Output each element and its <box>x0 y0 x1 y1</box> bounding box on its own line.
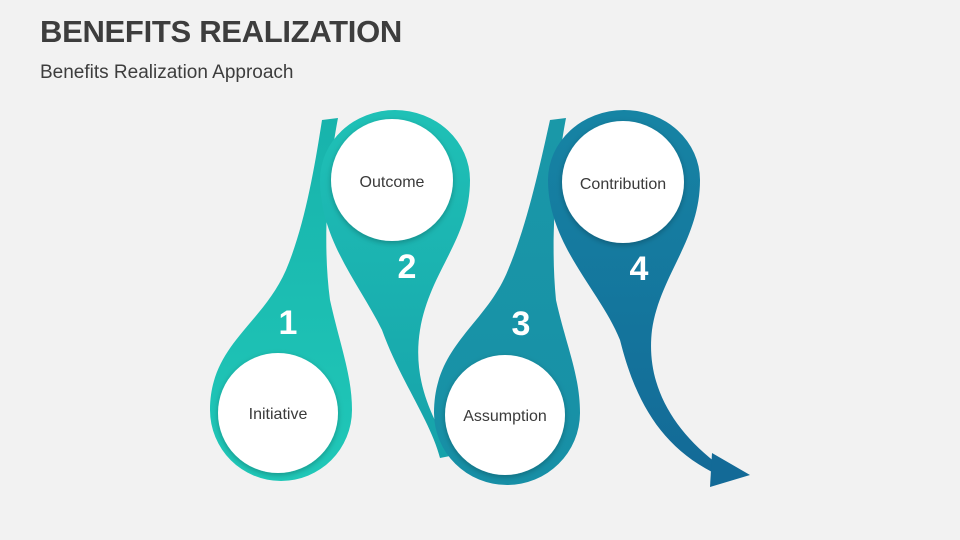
step-1-number: 1 <box>279 304 298 342</box>
slide-title: BENEFITS REALIZATION <box>40 14 402 49</box>
step-1-circle <box>218 353 338 473</box>
step-2-number: 2 <box>398 248 417 286</box>
step-3-number: 3 <box>512 305 531 343</box>
step-3-circle <box>445 355 565 475</box>
step-4-number: 4 <box>630 250 649 288</box>
slide-subtitle: Benefits Realization Approach <box>40 62 294 83</box>
step-4-label: Contribution <box>580 176 666 193</box>
step-2-label: Outcome <box>360 174 425 191</box>
step-4-circle <box>562 121 684 243</box>
arrow-head-icon <box>710 453 750 487</box>
step-3-label: Assumption <box>463 408 547 425</box>
step-2-circle <box>331 119 453 241</box>
step-1-label: Initiative <box>249 406 308 423</box>
